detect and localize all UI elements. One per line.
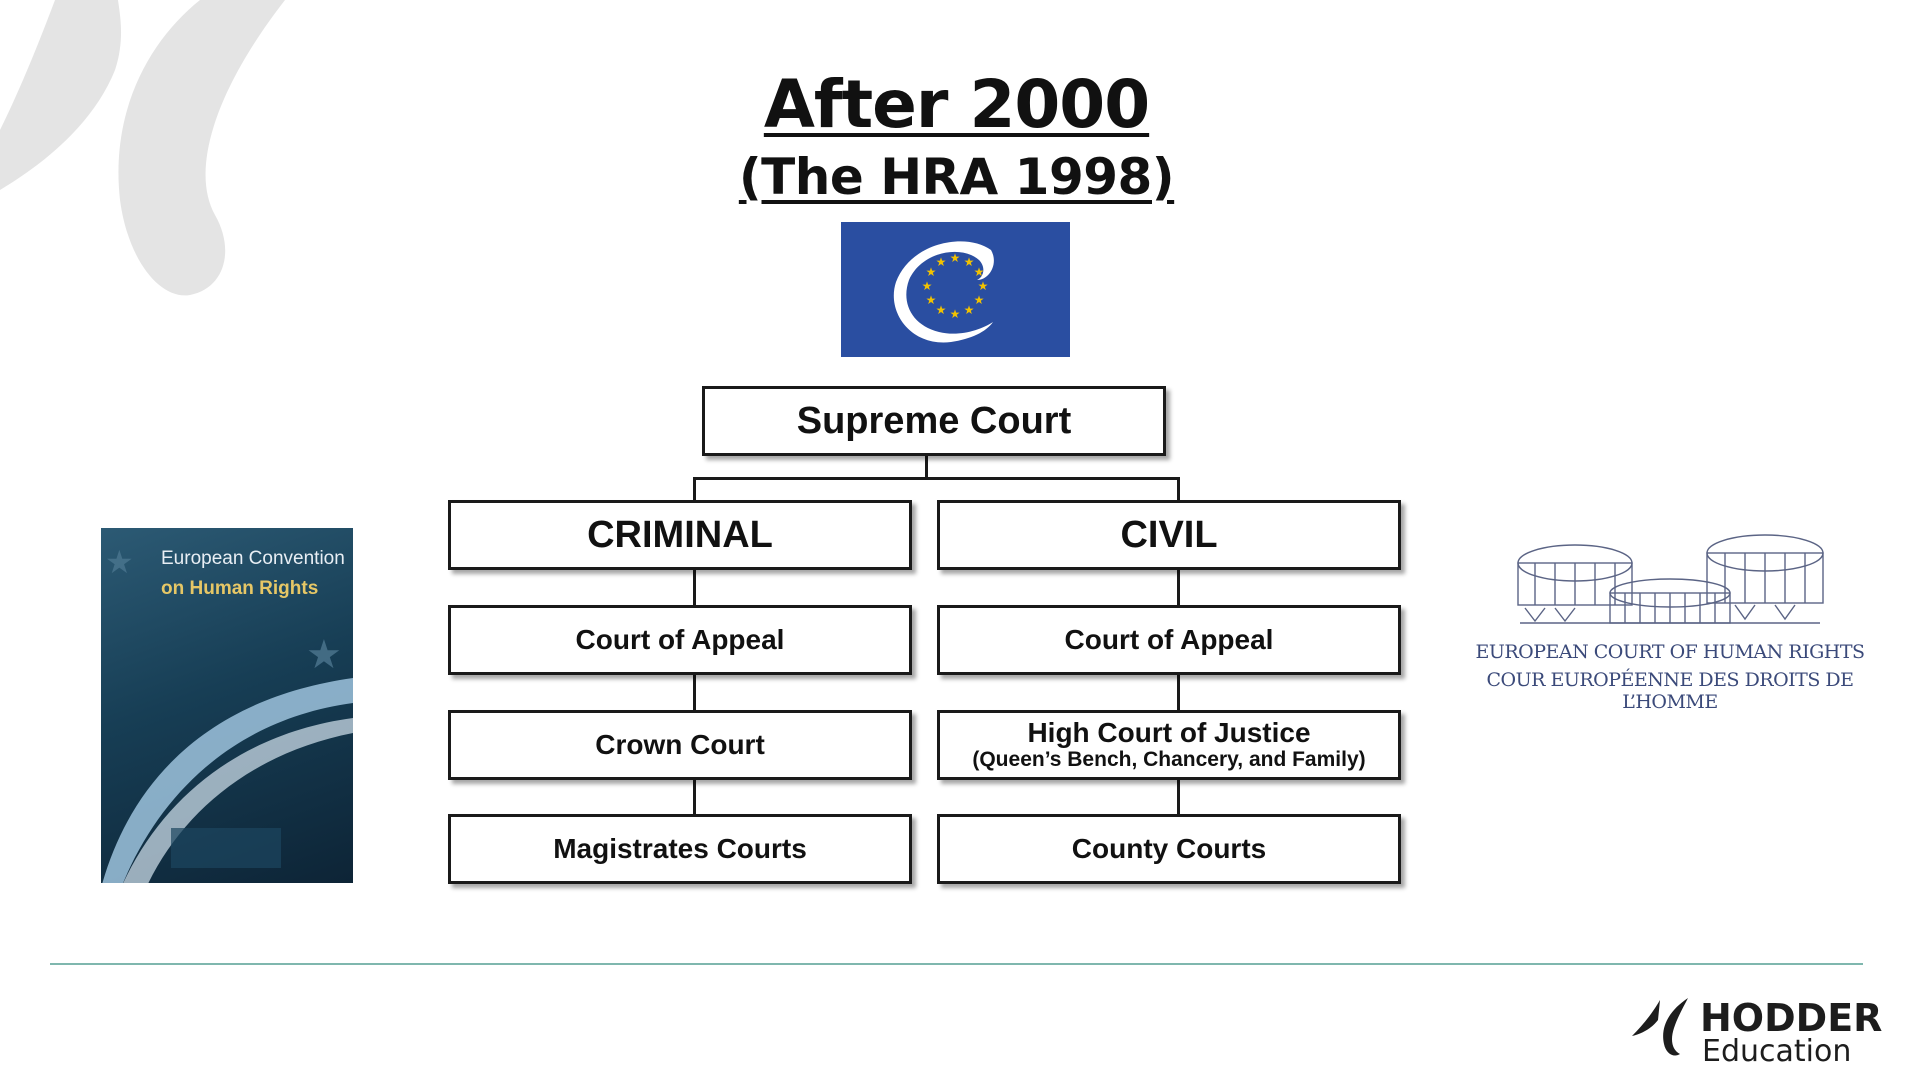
supreme-court-box: Supreme Court [702, 386, 1166, 456]
svg-text:★: ★ [936, 255, 947, 269]
high-court-of-justice-box: High Court of Justice (Queen’s Bench, Ch… [937, 710, 1401, 780]
page-title: After 2000 [763, 66, 1150, 143]
echr-building-logo-icon [1517, 534, 1824, 624]
crown-court-label: Crown Court [595, 729, 765, 760]
criminal-court-of-appeal-box: Court of Appeal [448, 605, 912, 675]
high-court-of-justice-label: High Court of Justice [1027, 717, 1311, 748]
booklet-swoosh-graphic: ★ ★ [102, 543, 353, 883]
connector-line [1177, 675, 1180, 711]
council-of-europe-flag-icon: ★★★ ★★★ ★★★ ★★★ [841, 222, 1070, 357]
booklet-title-line1: European Convention [161, 548, 345, 569]
civil-court-of-appeal-box: Court of Appeal [937, 605, 1401, 675]
echr-name-english: EUROPEAN COURT OF HUMAN RIGHTS [1475, 641, 1865, 663]
civil-heading-label: CIVIL [1120, 513, 1218, 556]
crown-court-box: Crown Court [448, 710, 912, 780]
connector-line [1177, 477, 1180, 502]
hodder-brand-sub: Education [1702, 1034, 1852, 1069]
connector-line [693, 675, 696, 711]
svg-text:★: ★ [926, 293, 937, 307]
criminal-court-of-appeal-label: Court of Appeal [575, 624, 785, 655]
civil-court-of-appeal-label: Court of Appeal [1064, 624, 1274, 655]
hodder-brand-name: HODDER [1700, 996, 1883, 1040]
county-courts-box: County Courts [937, 814, 1401, 884]
footer-divider [50, 963, 1863, 965]
svg-text:★: ★ [964, 255, 975, 269]
svg-text:★: ★ [306, 632, 342, 678]
svg-text:★: ★ [936, 303, 947, 317]
connector-line [925, 455, 928, 479]
svg-text:★: ★ [974, 265, 985, 279]
magistrates-courts-box: Magistrates Courts [448, 814, 912, 884]
page-subtitle: (The HRA 1998) [738, 148, 1175, 206]
echr-name-french: COUR EUROPÉENNE DES DROITS DE L’HOMME [1486, 669, 1854, 713]
svg-text:★: ★ [978, 279, 989, 293]
svg-text:★: ★ [922, 279, 933, 293]
connector-line [1177, 780, 1180, 815]
svg-text:★: ★ [105, 543, 134, 581]
svg-text:★: ★ [950, 307, 961, 321]
criminal-heading-box: CRIMINAL [448, 500, 912, 570]
svg-text:★: ★ [974, 293, 985, 307]
high-court-divisions-label: (Queen’s Bench, Chancery, and Family) [972, 748, 1366, 771]
civil-heading-box: CIVIL [937, 500, 1401, 570]
connector-line [1177, 570, 1180, 606]
connector-line [693, 570, 696, 606]
hodder-logo-mark-icon [1632, 998, 1688, 1056]
svg-text:★: ★ [964, 303, 975, 317]
criminal-heading-label: CRIMINAL [587, 513, 773, 556]
magistrates-courts-label: Magistrates Courts [553, 833, 807, 864]
booklet-title-line2: on Human Rights [161, 578, 319, 599]
svg-text:★: ★ [950, 251, 961, 265]
background-swirl-graphic [0, 0, 285, 296]
echr-booklet-cover: ★ ★ European Convention on Human Rights [101, 528, 353, 883]
supreme-court-label: Supreme Court [796, 399, 1072, 442]
connector-line [693, 477, 1179, 480]
county-courts-label: County Courts [1071, 833, 1267, 864]
connector-line [693, 780, 696, 815]
connector-line [693, 477, 696, 502]
svg-text:★: ★ [926, 265, 937, 279]
